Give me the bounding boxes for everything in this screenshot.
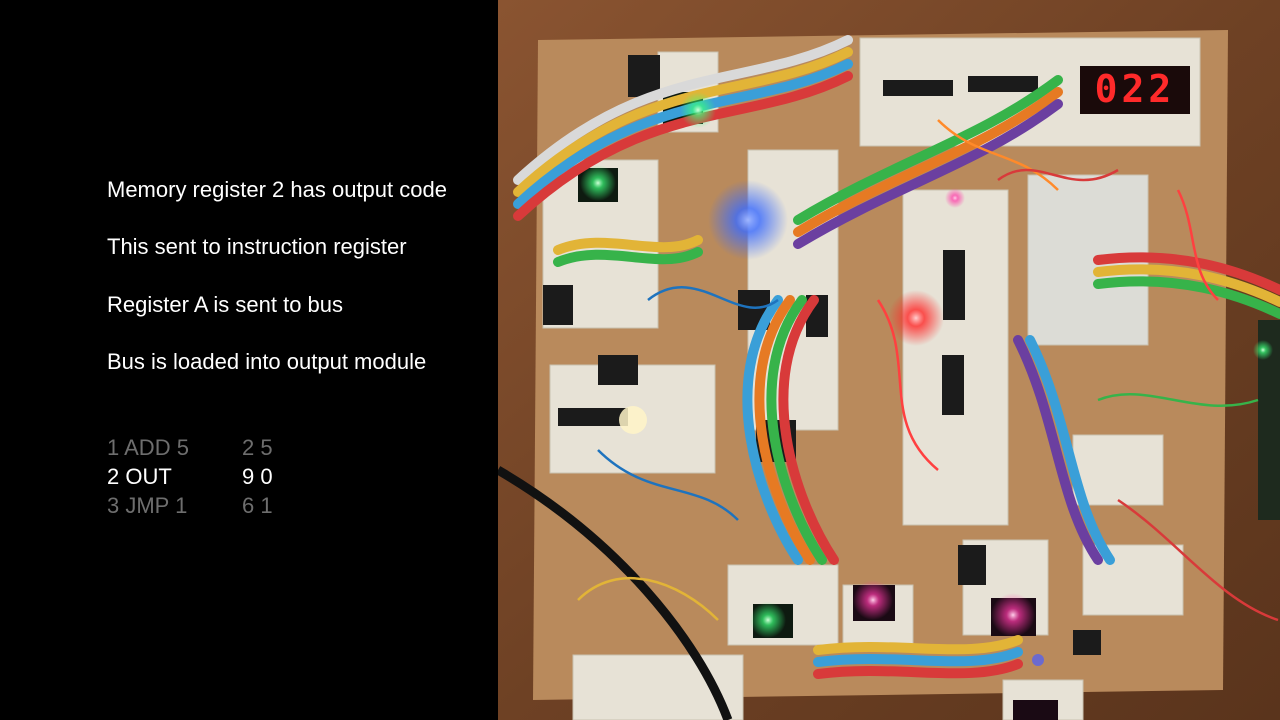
program-code: 9 0 (242, 464, 273, 489)
program-instruction: 3 JMP 1 (107, 493, 188, 518)
program-code: 6 1 (242, 493, 273, 518)
step-text: Bus is loaded into output module (107, 349, 427, 374)
step-text: Register A is sent to bus (107, 292, 344, 317)
program-instruction: 2 OUT (107, 464, 172, 489)
step-text: This sent to instruction register (107, 234, 407, 259)
led-glows (580, 92, 1273, 666)
jumper-wires (498, 119, 1279, 720)
output-display-readout: 022 (1095, 67, 1176, 111)
step-text: Memory register 2 has output code (107, 177, 447, 202)
program-code: 2 5 (242, 435, 273, 460)
photo-illustration: 022 (498, 0, 1280, 720)
ic-chips (543, 55, 1280, 655)
breadboard-computer-photo: 022 (498, 0, 1280, 720)
program-instruction: 1 ADD 5 (107, 435, 189, 460)
caption-panel: Memory register 2 has output code This s… (0, 0, 498, 720)
